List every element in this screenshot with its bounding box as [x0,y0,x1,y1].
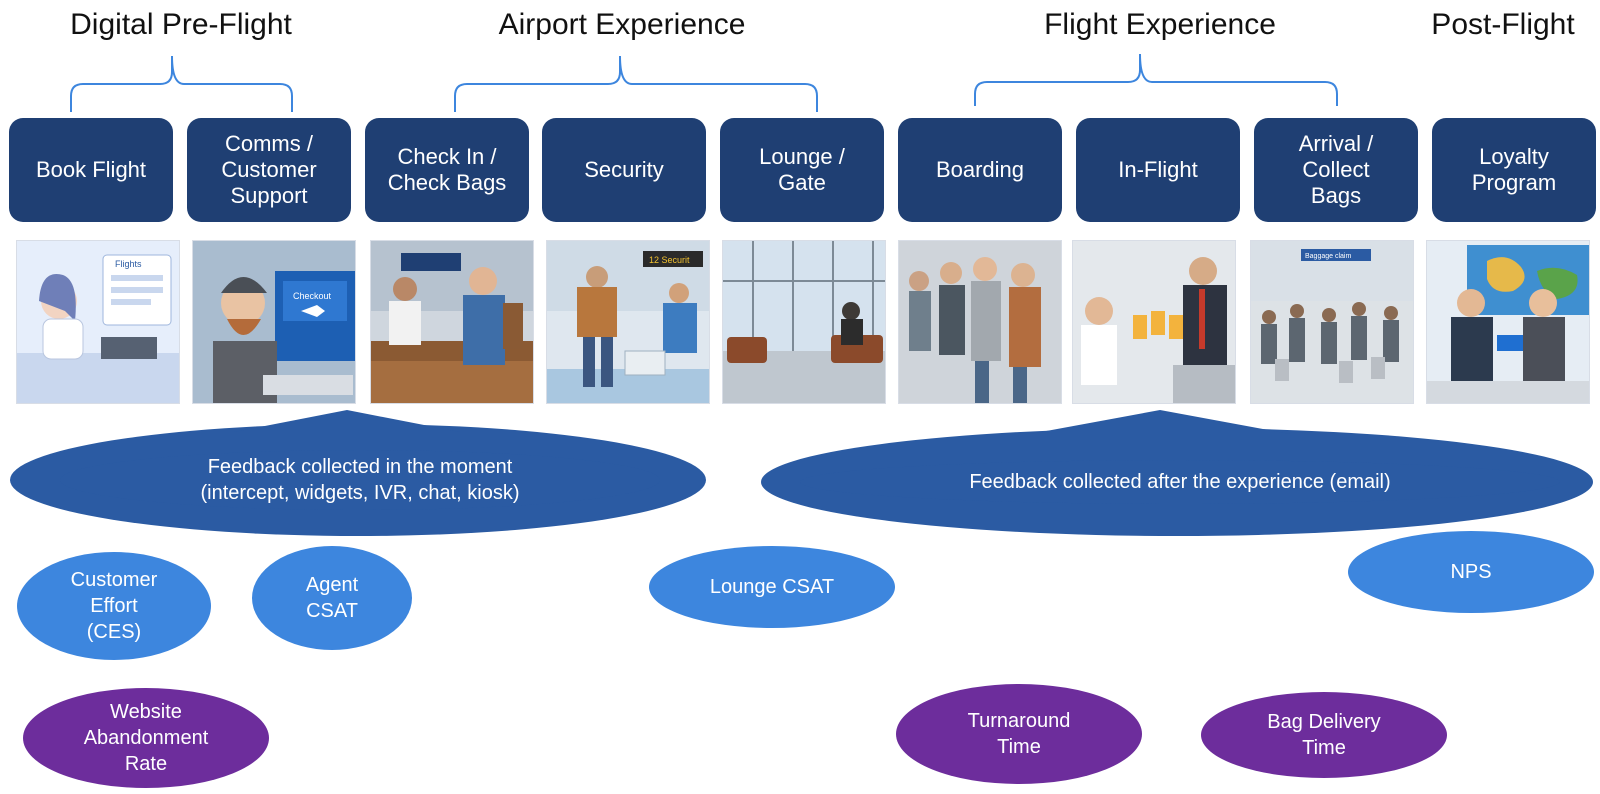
baggage-sign-text: Baggage claim [1305,253,1351,260]
feedback-after-experience: Feedback collected after the experience … [800,460,1560,504]
stage-comms-support: Comms / Customer Support [187,118,351,222]
phase-title-pre-flight: Digital Pre-Flight [70,8,292,41]
photo-comms-support: Checkout [192,240,356,404]
metric-website-abandonment: Website Abandonment Rate [23,688,269,788]
stage-security: Security [542,118,706,222]
checkout-screen-text: Checkout [293,291,332,301]
photo-check-in [370,240,534,404]
stage-book-flight: Book Flight [9,118,173,222]
stage-check-in: Check In / Check Bags [365,118,529,222]
photo-lounge-gate [722,240,886,404]
photo-boarding [898,240,1062,404]
feedback-in-moment-pointer [234,410,460,432]
flights-screen-text: Flights [115,259,142,269]
metric-nps: NPS [1348,531,1594,613]
metric-bag-delivery-time: Bag Delivery Time [1201,692,1447,778]
metric-agent-csat: Agent CSAT [252,546,412,650]
photo-security: 12 Securit [546,240,710,404]
metric-customer-effort: Customer Effort (CES) [17,552,211,660]
photo-in-flight [1072,240,1236,404]
phase-title-airport: Airport Experience [498,8,746,41]
phase-title-post-flight: Post-Flight [1431,8,1575,41]
feedback-in-moment: Feedback collected in the moment (interc… [60,450,660,510]
bracket-airport [454,55,818,112]
phase-brackets [70,53,1338,112]
stage-lounge-gate: Lounge / Gate [720,118,884,222]
photo-arrival-bags: Baggage claim [1250,240,1414,404]
bracket-pre-flight [70,55,293,112]
phase-title-flight: Flight Experience [1044,8,1276,41]
photo-loyalty [1426,240,1590,404]
stage-arrival-bags: Arrival / Collect Bags [1254,118,1418,222]
photo-book-flight: Flights [16,240,180,404]
metric-turnaround-time: Turnaround Time [896,684,1142,784]
security-sign-text: 12 Securit [649,255,690,265]
feedback-after-pointer [1030,410,1290,434]
stage-in-flight: In-Flight [1076,118,1240,222]
stage-loyalty: Loyalty Program [1432,118,1596,222]
stage-boarding: Boarding [898,118,1062,222]
bracket-flight [974,53,1338,106]
metric-lounge-csat: Lounge CSAT [649,546,895,628]
